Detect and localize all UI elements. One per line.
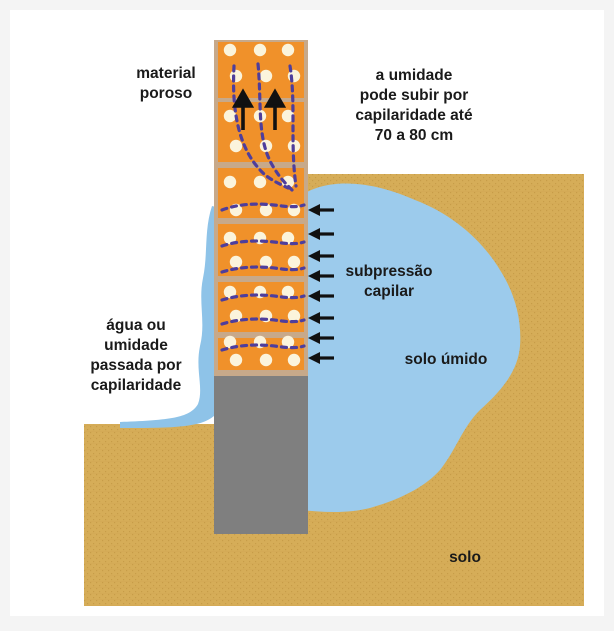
capillary-path-band-1 — [220, 202, 306, 212]
capillary-path-band-2 — [220, 239, 306, 248]
label-moisture-rise-line4: 70 a 80 cm — [374, 127, 454, 144]
pore-dot — [223, 43, 237, 57]
subpressure-arrow — [308, 250, 334, 262]
subpressure-arrow — [308, 228, 334, 240]
subpressure-arrow — [308, 290, 334, 302]
pore-dot — [287, 309, 301, 323]
pore-dot — [223, 109, 237, 123]
pore-dot — [229, 353, 243, 367]
subpressure-arrow — [308, 204, 334, 216]
pore-dot — [287, 255, 301, 269]
pore-dot — [259, 69, 273, 83]
pore-dot — [259, 353, 273, 367]
pore-dot — [259, 255, 273, 269]
subpressure-arrows — [308, 204, 334, 364]
label-moisture-rise: a umidade pode subir por capilaridade at… — [326, 66, 502, 146]
pore-dot — [281, 109, 295, 123]
pore-dot — [229, 69, 243, 83]
label-water-moisture-line4: capilaridade — [90, 377, 182, 394]
label-porous-material-line2: poroso — [139, 85, 193, 102]
pore-dot — [229, 255, 243, 269]
label-water-moisture-line3: passada por — [90, 357, 182, 374]
pore-dot — [281, 231, 295, 245]
label-moisture-rise-line3: capilaridade até — [355, 107, 473, 124]
pore-dot — [229, 139, 243, 153]
label-water-moisture-line2: umidade — [104, 337, 168, 354]
subpressure-arrow — [308, 270, 334, 282]
pore-dot — [281, 285, 295, 299]
rise-arrows — [231, 88, 287, 130]
capillary-path-band-5 — [220, 317, 306, 326]
label-moisture-rise-line2: pode subir por — [359, 87, 469, 104]
capillary-path-band-4 — [220, 293, 306, 302]
subpressure-arrow — [308, 352, 334, 364]
pore-dot — [229, 309, 243, 323]
label-water-moisture: água ou umidade passada por capilaridade — [76, 316, 196, 396]
pore-dot — [223, 335, 237, 349]
rise-arrow-left-head — [231, 88, 255, 108]
capillary-path-band-3 — [220, 265, 306, 274]
wet-soil-region — [300, 183, 521, 512]
pore-dot — [223, 285, 237, 299]
label-wet-soil: solo úmido — [404, 351, 488, 368]
pore-dot — [253, 43, 267, 57]
pore-dot — [253, 175, 267, 189]
pore-dot — [281, 43, 295, 57]
label-porous-material-line1: material — [136, 65, 196, 82]
label-porous-material: material poroso — [118, 64, 214, 104]
rise-arrow-right-head — [263, 88, 287, 108]
subpressure-arrow — [308, 312, 334, 324]
label-water-moisture-line1: água ou — [106, 317, 166, 334]
pore-dot — [287, 353, 301, 367]
capillary-path-rise-mid — [256, 62, 294, 192]
capillary-path-rise-left — [232, 64, 290, 190]
capillary-path-band-6 — [220, 343, 306, 352]
pore-dot — [223, 231, 237, 245]
pore-dot — [281, 335, 295, 349]
capillary-paths — [220, 62, 306, 352]
foundation-block — [214, 376, 308, 534]
label-capillary-subpressure-line1: subpressão — [345, 263, 433, 280]
label-capillary-subpressure: subpressão capilar — [334, 262, 444, 302]
subpressure-arrow — [308, 332, 334, 344]
pore-dot — [223, 175, 237, 189]
label-soil: solo — [449, 549, 481, 566]
water-stream — [120, 206, 220, 428]
capillary-path-rise-right — [288, 64, 298, 188]
pore-dot — [259, 203, 273, 217]
label-moisture-rise-line1: a umidade — [375, 67, 453, 84]
label-capillary-subpressure-line2: capilar — [364, 283, 414, 300]
